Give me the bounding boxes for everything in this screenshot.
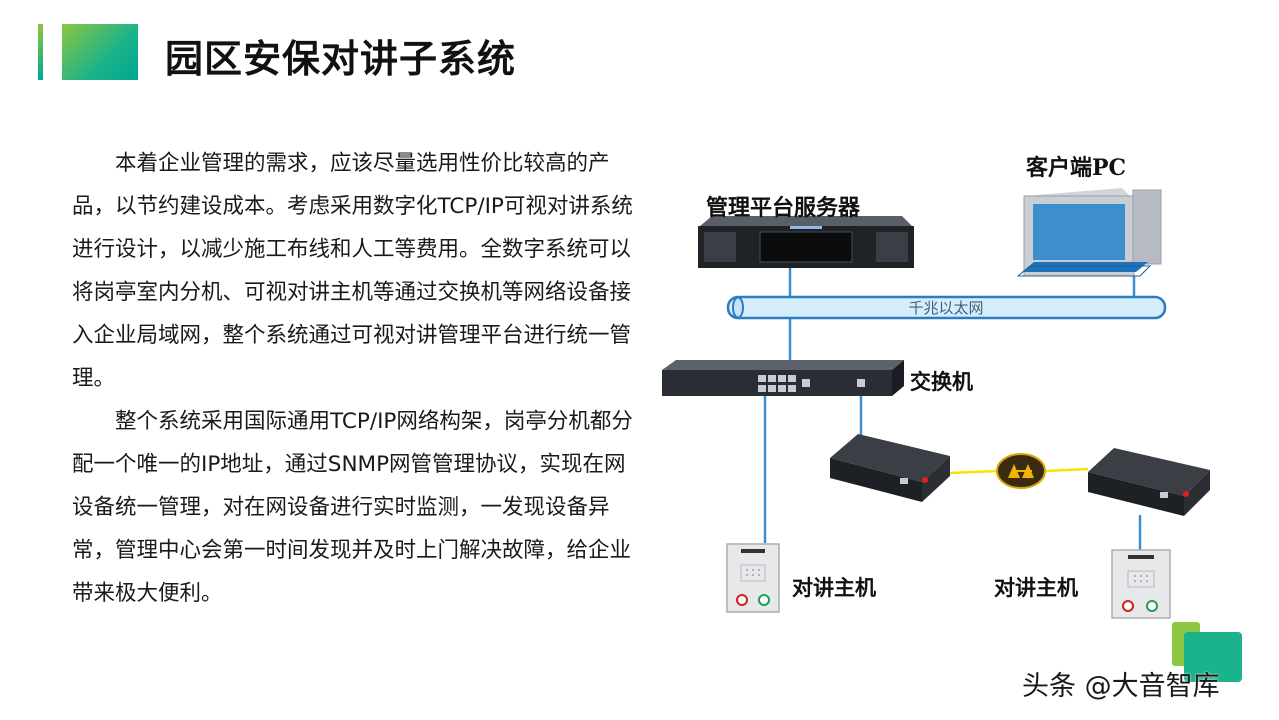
header-accent-bar — [62, 24, 138, 80]
media-converter-right-icon — [1088, 448, 1210, 516]
fiber-link — [949, 467, 1089, 475]
corner-decoration — [1172, 622, 1242, 682]
paragraph-2: 整个系统采用国际通用TCP/IP网络构架，岗亭分机都分配一个唯一的IP地址，通过… — [72, 409, 633, 606]
client-pc-icon — [1016, 188, 1162, 277]
network-label: 千兆以太网 — [908, 299, 983, 317]
server-icon — [698, 216, 914, 268]
intercom-left-label: 对讲主机 — [792, 575, 876, 600]
header-accent-bar-thin — [38, 24, 43, 80]
ethernet-backbone — [726, 295, 1167, 320]
intercom-right-label: 对讲主机 — [994, 575, 1078, 600]
watermark: 头条 @大音智库 — [1022, 671, 1220, 702]
body-text: 本着企业管理的需求，应该尽量选用性价比较高的产品，以节约建设成本。考虑采用数字化… — [72, 142, 642, 615]
switch-icon — [662, 360, 904, 396]
paragraph-1: 本着企业管理的需求，应该尽量选用性价比较高的产品，以节约建设成本。考虑采用数字化… — [72, 151, 633, 391]
media-converter-left-icon — [830, 434, 950, 502]
client-pc-label: 客户端PC — [1026, 155, 1127, 181]
intercom-left-icon — [726, 543, 780, 613]
switch-label: 交换机 — [910, 369, 973, 394]
server-label: 管理平台服务器 — [706, 195, 861, 221]
fiber-link-icon — [996, 453, 1046, 489]
page-title: 园区安保对讲子系统 — [165, 37, 517, 81]
intercom-right-icon — [1111, 549, 1171, 619]
